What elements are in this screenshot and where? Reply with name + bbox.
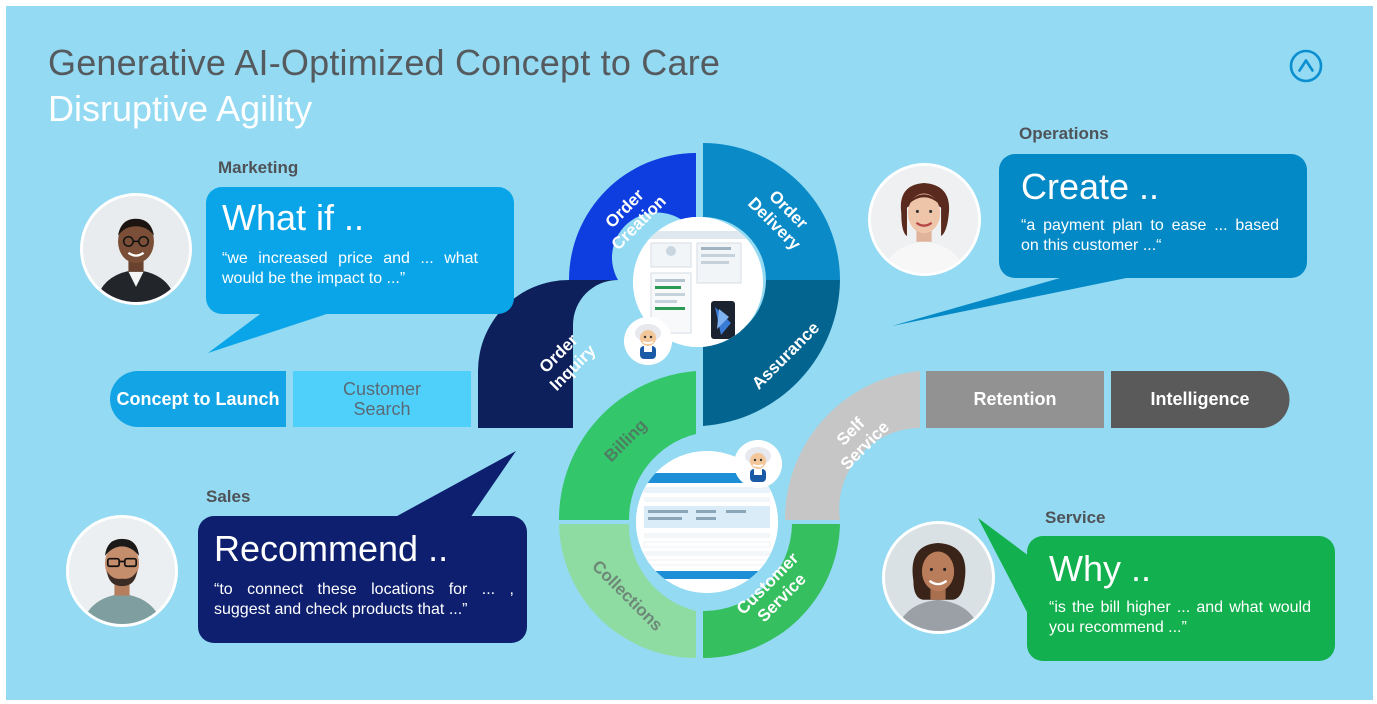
caret-up-circle-icon	[1289, 49, 1323, 83]
slide: Generative AI-Optimized Concept to Care …	[6, 6, 1373, 700]
page-title: Generative AI-Optimized Concept to Care	[48, 42, 721, 83]
operations-bubble-heading: Create ..	[1021, 166, 1160, 207]
customer-search-box[interactable]: Customer Search	[293, 371, 471, 427]
intelligence-label: Intelligence	[1150, 388, 1250, 409]
operations-avatar	[868, 163, 981, 276]
sales-bubble-heading: Recommend ..	[214, 528, 449, 569]
retention-label: Retention	[973, 388, 1057, 409]
marketing-avatar	[80, 193, 192, 305]
person-photo-icon	[83, 196, 189, 302]
einstein-mascot-icon	[624, 317, 672, 365]
customer-service-segment[interactable]	[703, 524, 840, 658]
marketing-role-label: Marketing	[218, 158, 299, 177]
concept-to-launch-box[interactable]: Concept to Launch	[110, 371, 286, 427]
sales-avatar	[66, 515, 178, 627]
service-role-label: Service	[1045, 508, 1106, 527]
collections-segment[interactable]	[559, 524, 696, 658]
operations-speech-bubble: Create .. “a payment plan to ease ... ba…	[999, 154, 1307, 278]
marketing-bubble-heading: What if ..	[222, 197, 365, 238]
order-creation-segment[interactable]	[569, 153, 696, 280]
self-service-segment[interactable]	[784, 371, 920, 520]
marketing-speech-bubble: What if .. “we increased price and ... w…	[206, 187, 514, 314]
page-subtitle: Disruptive Agility	[48, 88, 313, 129]
billing-segment[interactable]	[558, 371, 696, 520]
sales-speech-bubble: Recommend .. “to connect these locations…	[198, 516, 527, 643]
assurance-segment[interactable]	[703, 280, 840, 426]
service-bubble-tail	[978, 518, 1029, 616]
sales-role-label: Sales	[206, 487, 251, 506]
concept-to-launch-label: Concept to Launch	[116, 388, 280, 409]
marketing-bubble-tail	[208, 306, 351, 353]
service-avatar	[882, 521, 995, 634]
customer-search-label: Customer Search	[342, 379, 422, 419]
order-inquiry-segment[interactable]	[478, 280, 618, 428]
person-photo-icon	[69, 518, 175, 624]
order-delivery-segment[interactable]	[703, 143, 840, 280]
marketing-bubble-text: “we increased price and ... what would b…	[222, 250, 478, 287]
einstein-mascot-icon	[734, 440, 782, 488]
person-photo-icon	[885, 524, 992, 631]
billing-table-icon	[636, 451, 778, 593]
person-photo-icon	[871, 166, 978, 273]
sales-bubble-text: “to connect these locations for ... , su…	[214, 581, 514, 618]
retention-box[interactable]	[926, 371, 1104, 428]
service-bubble-text: “is the bill higher ... and what would y…	[1049, 599, 1311, 636]
operations-bubble-text: “a payment plan to ease ... based on thi…	[1021, 217, 1279, 254]
service-speech-bubble: Why .. “is the bill higher ... and what …	[1027, 536, 1335, 661]
retention-label-wrap: Retention	[926, 371, 1104, 427]
bubble-tails	[208, 274, 1146, 616]
flow-diagram	[478, 143, 1290, 658]
service-bubble-heading: Why ..	[1049, 548, 1152, 589]
intelligence-box[interactable]	[1111, 371, 1290, 428]
intelligence-label-wrap: Intelligence	[1111, 371, 1289, 427]
operations-bubble-tail	[892, 274, 1146, 326]
sales-bubble-tail	[388, 451, 516, 521]
operations-role-label: Operations	[1019, 124, 1109, 143]
